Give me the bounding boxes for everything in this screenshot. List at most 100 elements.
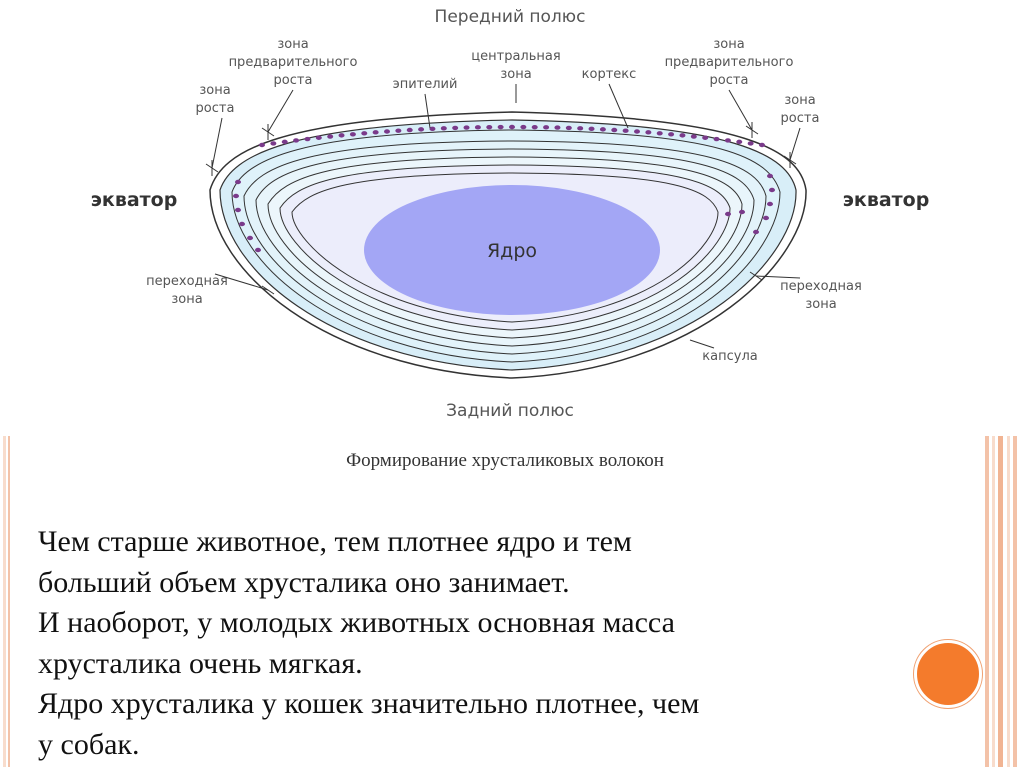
epithelium-nucleus (270, 141, 277, 146)
epithelium-nucleus (725, 211, 731, 217)
epithelium-nucleus (713, 136, 720, 142)
epithelium-nucleus (520, 124, 527, 130)
growth-zone-right-label: зона (784, 93, 815, 108)
theme-stripe (1013, 436, 1017, 767)
epithelium-nucleus (759, 142, 765, 148)
epithelium-nucleus (474, 125, 481, 130)
epithelium-nucleus (690, 134, 697, 139)
epithelium-nucleus (747, 141, 754, 146)
epithelium-nucleus (645, 130, 652, 135)
epithelium-nucleus (372, 130, 379, 135)
body-text: Чем старше животное, тем плотнее ядро и … (38, 522, 938, 765)
epithelium-nucleus (259, 142, 265, 148)
anterior-pole-label: Передний полюс (435, 7, 586, 27)
epithelium-nucleus (531, 124, 538, 130)
pre-growth-zone-left-label: предварительного (229, 55, 358, 70)
epithelium-nucleus (327, 134, 334, 139)
body-line: Ядро хрусталика у кошек значительно плот… (38, 687, 700, 720)
epithelium-nucleus (361, 131, 368, 136)
epithelium-nucleus (247, 235, 253, 241)
cortex-label: кортекс (582, 67, 637, 82)
epithelium-nucleus (418, 127, 425, 132)
epithelium-nucleus (724, 138, 731, 143)
pre-growth-zone-right-label: роста (710, 73, 749, 88)
epithelium-nucleus (235, 179, 241, 185)
epithelium-nucleus (634, 129, 640, 134)
capsule-label: капсула (702, 349, 757, 364)
epithelium-nucleus (611, 127, 618, 133)
central-zone-label: центральная (471, 49, 560, 64)
epithelium-nucleus (753, 229, 759, 235)
theme-stripe (985, 436, 989, 767)
body-line: хрусталика очень мягкая. (38, 646, 363, 680)
epithelium-nucleus (739, 209, 745, 215)
transition-zone-left-label: зона (171, 292, 202, 307)
transition-zone-left-label: переходная (146, 274, 228, 289)
central-zone-label: зона (500, 67, 531, 82)
posterior-pole-label: Задний полюс (446, 401, 574, 421)
epithelium-nucleus (588, 126, 595, 132)
theme-stripe (3, 436, 6, 767)
epithelium-nucleus (338, 133, 345, 138)
epithelium-nucleus (763, 215, 769, 221)
epithelium-nucleus (315, 135, 322, 140)
epithelium-nucleus (293, 138, 300, 143)
epithelium-nucleus (349, 132, 356, 137)
epithelium-nucleus (769, 187, 775, 193)
epithelium-nucleus (440, 126, 447, 131)
body-line: Чем старше животное, тем плотнее ядро и … (38, 525, 632, 558)
growth-zone-left-label: зона (199, 83, 230, 98)
body-line: у собак. (38, 727, 140, 761)
epithelium-nucleus (406, 127, 413, 133)
epithelium-nucleus (452, 125, 459, 131)
accent-circle (914, 640, 982, 708)
epithelium-nucleus (463, 125, 470, 130)
epithelium-nucleus (497, 124, 504, 130)
epithelium-nucleus (235, 207, 241, 213)
body-line: И наоборот, у молодых животных основная … (38, 606, 675, 639)
epithelium-nucleus (668, 132, 675, 137)
epithelium-nuclei (233, 124, 775, 253)
core-label: Ядро (487, 240, 537, 262)
pre-growth-zone-left-label: роста (274, 73, 313, 88)
epithelium-nucleus (565, 125, 572, 131)
epithelium-nucleus (486, 124, 493, 130)
epithelium-label: эпителий (393, 77, 458, 92)
pre-growth-zone-right-label: зона (713, 37, 744, 52)
epithelium-nucleus (736, 139, 743, 145)
transition-zone-right-label: переходная (780, 279, 862, 294)
epithelium-nucleus (622, 128, 629, 133)
growth-zone-left-label: роста (196, 101, 235, 116)
epithelium-nucleus (239, 221, 245, 227)
equator-left-label: экватор (91, 189, 178, 211)
epithelium-nucleus (702, 135, 709, 140)
epithelium-nucleus (384, 129, 390, 134)
lens-core (364, 185, 660, 315)
epithelium-nucleus (543, 125, 550, 130)
pre-growth-zone-left-label: зона (277, 37, 308, 52)
epithelium-nucleus (429, 126, 436, 132)
epithelium-nucleus (767, 201, 773, 207)
theme-stripe (998, 436, 1003, 767)
epithelium-nucleus (395, 128, 402, 133)
epithelium-nucleus (767, 173, 773, 179)
pre-growth-zone-right-label: предварительного (665, 55, 794, 70)
lens-diagram: Ядро Передний полюс Задний полюс экватор… (91, 7, 930, 421)
epithelium-nucleus (656, 131, 663, 136)
theme-stripe (1007, 436, 1010, 767)
transition-zone-right-label: зона (805, 297, 836, 312)
epithelium-nucleus (509, 124, 515, 130)
epithelium-nucleus (304, 136, 311, 142)
body-line: больший объем хрусталика оно занимает. (38, 565, 570, 599)
growth-zone-right-label: роста (781, 111, 820, 126)
epithelium-nucleus (281, 139, 288, 145)
capsule-ticks (205, 122, 797, 295)
epithelium-nucleus (255, 247, 261, 253)
equator-right-label: экватор (843, 189, 930, 211)
theme-stripe (8, 436, 10, 767)
epithelium-nucleus (577, 126, 584, 131)
leader-lines (211, 83, 801, 349)
epithelium-nucleus (599, 127, 606, 132)
theme-stripe (992, 436, 995, 767)
